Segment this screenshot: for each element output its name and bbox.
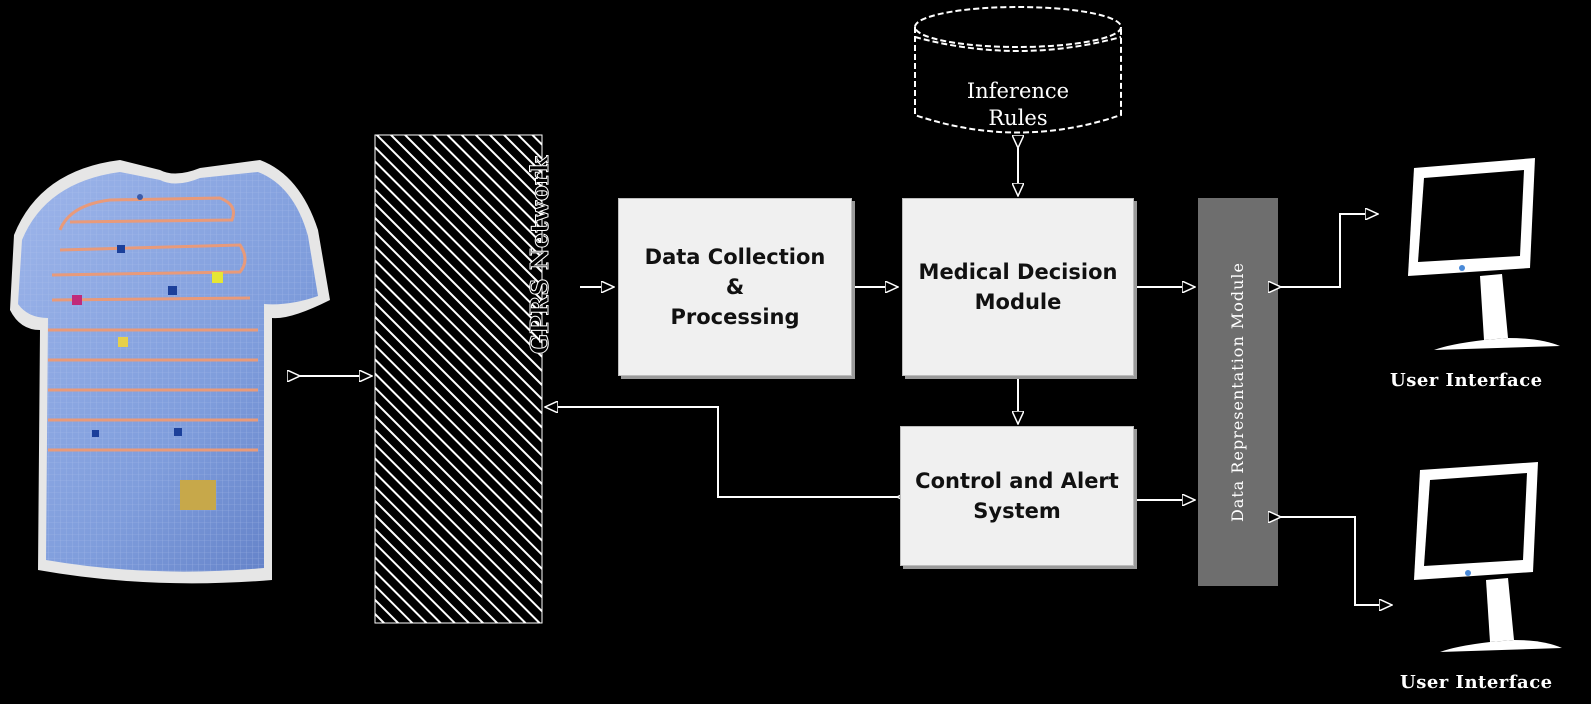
monitor-icon [1414,462,1562,652]
database-icon [914,6,1122,134]
inference-rules-label: Inference Rules [966,79,1070,130]
control-alert-box: Control and Alert System [900,426,1134,566]
data-collection-label: Data Collection & Processing [644,245,826,329]
medical-decision-label: Medical Decision Module [918,260,1118,314]
monitor-icon [1408,158,1560,350]
data-collection-box: Data Collection & Processing [618,198,852,376]
data-representation-label: Data Representation Module [1228,262,1247,522]
medical-decision-box: Medical Decision Module [902,198,1134,376]
control-alert-label: Control and Alert System [915,469,1119,523]
arrow-representation-to-monitor-1 [1281,214,1378,287]
gprs-network-bar [374,134,543,624]
gprs-network-label: GPRS Network [525,155,555,355]
user-interface-label-1: User Interface [1390,370,1543,391]
smart-shirt-icon [10,160,330,584]
arrow-representation-to-monitor-2 [1281,517,1392,605]
arrow-alert-to-network [545,407,897,497]
user-interface-label-2: User Interface [1400,672,1553,693]
data-representation-bar [1198,198,1278,586]
